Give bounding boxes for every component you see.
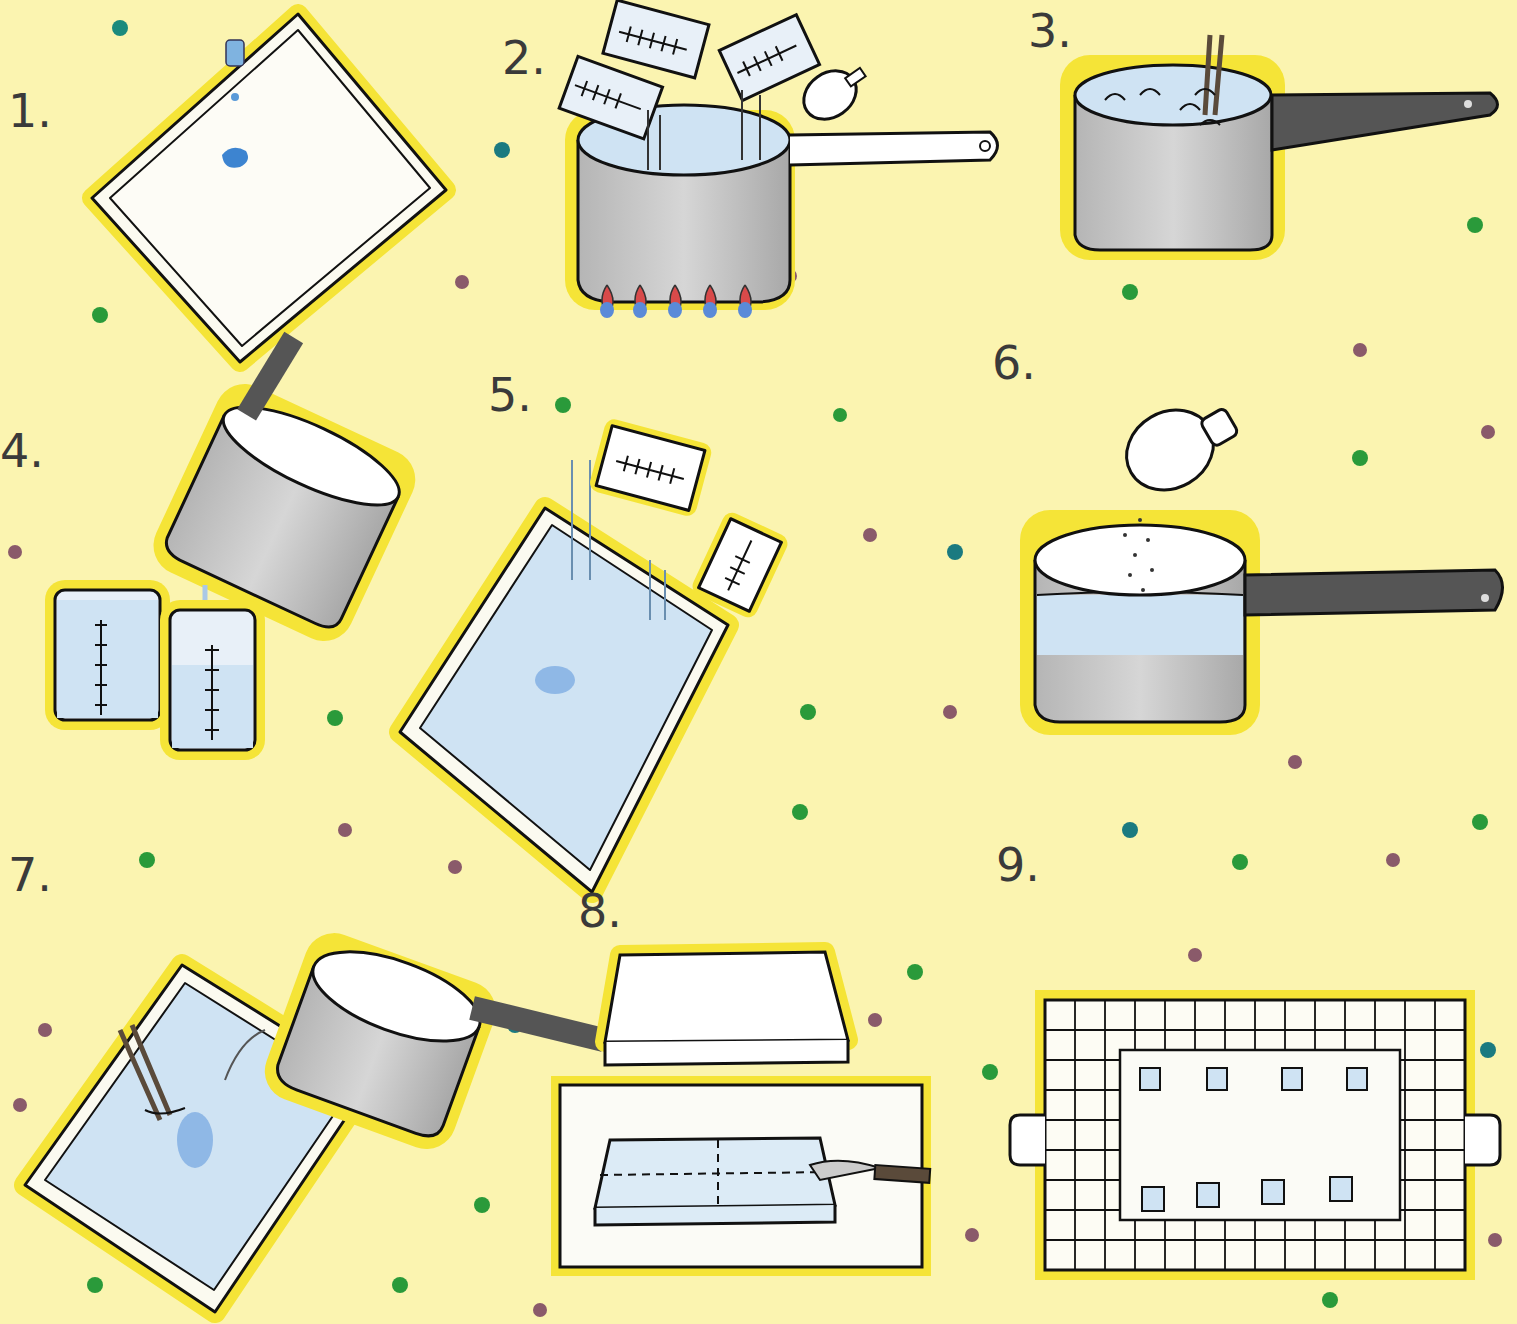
callout-number: 4. xyxy=(0,428,44,474)
pot-pouring-beakers xyxy=(45,320,451,760)
callout-number: 8. xyxy=(578,888,622,934)
tray-pot-pouring xyxy=(25,925,608,1312)
callout-number: 7. xyxy=(8,852,52,898)
pot-adding-powder xyxy=(1020,383,1503,735)
pot-stirring xyxy=(1060,35,1498,260)
callout-number: 3. xyxy=(1028,8,1072,54)
callout-number: 9. xyxy=(996,842,1040,888)
callout-number: 6. xyxy=(992,340,1036,386)
cutting-block xyxy=(560,952,930,1267)
callout-number: 1. xyxy=(8,88,52,134)
callout-number: 2. xyxy=(502,35,546,81)
confetti-dots xyxy=(8,20,1502,1317)
tray-with-drop xyxy=(92,14,446,362)
pot-on-stove xyxy=(559,0,997,318)
tray-pouring-cups xyxy=(400,417,791,892)
grid-tray-cubes xyxy=(1010,990,1500,1280)
callout-number: 5. xyxy=(488,372,532,418)
